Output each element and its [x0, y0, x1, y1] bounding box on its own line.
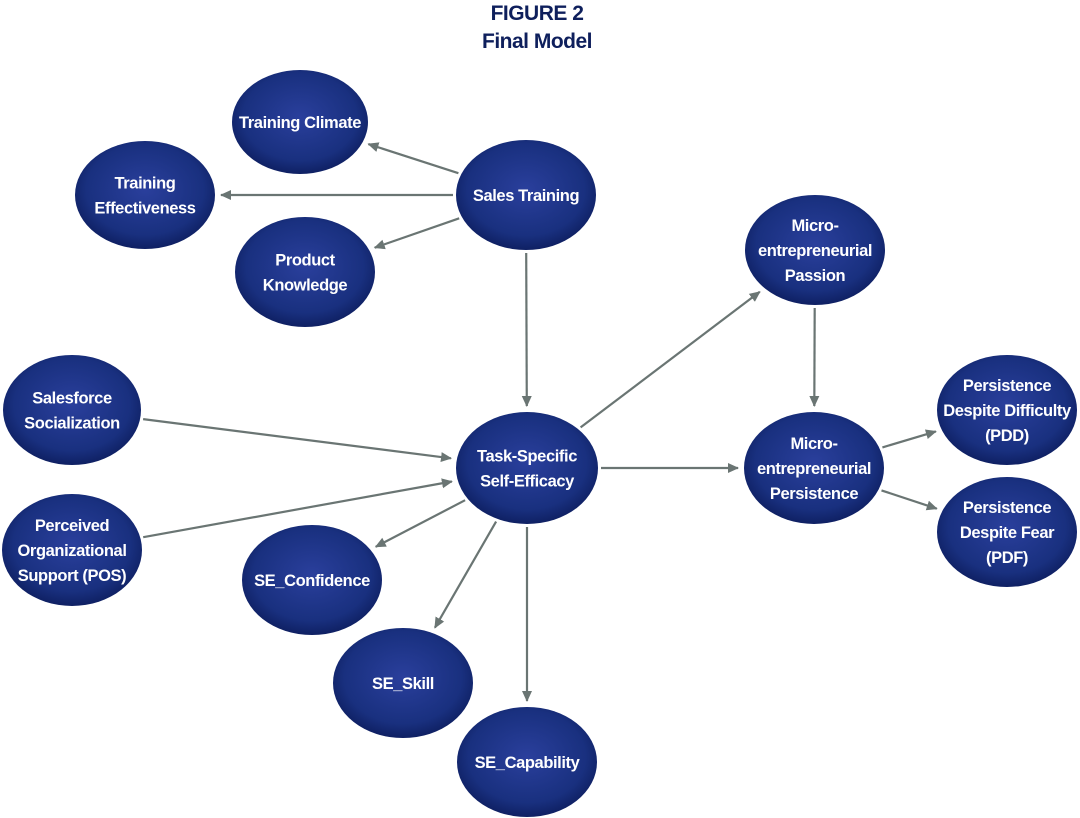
- node-label-micro-persistence: entrepreneurial: [757, 460, 871, 478]
- node-ellipse-pdf: [937, 477, 1077, 587]
- node-label-pos: Support (POS): [18, 567, 126, 585]
- node-ellipse-product-knowledge: [235, 217, 375, 327]
- node-label-salesforce-socialization: Salesforce: [32, 390, 112, 408]
- node-ellipse-se-skill: [333, 628, 473, 738]
- node-label-se-capability: SE_Capability: [475, 754, 581, 772]
- arrow-pos-to-task-self-efficacy: [143, 478, 453, 539]
- node-ellipse-salesforce-socialization: [3, 355, 141, 465]
- arrow-salesforce-socialization-to-task-self-efficacy: [142, 418, 452, 462]
- node-sales-training: Sales Training: [456, 140, 596, 250]
- node-label-micro-passion: entrepreneurial: [758, 242, 872, 260]
- node-ellipse-training-climate: [232, 70, 368, 174]
- node-ellipse-micro-persistence: [744, 412, 884, 524]
- figure-subtitle: Final Model: [482, 30, 593, 53]
- node-ellipse-pos: [2, 494, 142, 606]
- node-ellipse-training-effectiveness: [75, 141, 215, 249]
- node-label-training-effectiveness: Training: [115, 175, 176, 193]
- node-label-pdd: Despite Difficulty: [943, 402, 1072, 420]
- node-label-micro-persistence: Micro-: [790, 435, 837, 453]
- node-label-micro-passion: Passion: [785, 267, 846, 285]
- node-se-confidence: SE_Confidence: [242, 525, 382, 635]
- node-label-pos: Organizational: [18, 542, 127, 560]
- figure-number: FIGURE 2: [490, 2, 584, 25]
- node-label-pdf: Despite Fear: [960, 524, 1055, 542]
- node-label-pos: Perceived: [35, 517, 109, 535]
- node-label-pdf: Persistence: [963, 499, 1051, 517]
- node-label-training-climate: Training Climate: [239, 114, 361, 132]
- arrow-micro-persistence-to-pdd: [882, 429, 937, 449]
- node-label-se-skill: SE_Skill: [372, 675, 434, 693]
- node-ellipse-se-capability: [457, 707, 597, 817]
- arrow-task-self-efficacy-to-se-skill: [433, 521, 498, 629]
- node-se-skill: SE_Skill: [333, 628, 473, 738]
- arrow-task-self-efficacy-to-se-confidence: [374, 499, 466, 548]
- node-label-micro-passion: Micro-: [791, 217, 838, 235]
- node-ellipse-sales-training: [456, 140, 596, 250]
- arrow-task-self-efficacy-to-micro-passion: [579, 290, 761, 429]
- node-label-micro-persistence: Persistence: [770, 485, 858, 503]
- node-label-product-knowledge: Product: [275, 252, 335, 270]
- node-label-pdd: (PDD): [985, 427, 1029, 445]
- node-ellipse-se-confidence: [242, 525, 382, 635]
- node-label-pdd: Persistence: [963, 377, 1051, 395]
- node-label-salesforce-socialization: Socialization: [24, 415, 120, 433]
- arrow-sales-training-to-task-self-efficacy: [521, 252, 532, 407]
- node-label-pdf: (PDF): [986, 549, 1028, 567]
- node-label-task-self-efficacy: Self-Efficacy: [480, 473, 575, 491]
- node-label-training-effectiveness: Effectiveness: [94, 200, 195, 218]
- node-label-sales-training: Sales Training: [473, 187, 579, 205]
- arrow-micro-persistence-to-pdf: [881, 489, 938, 511]
- node-ellipse-micro-passion: [745, 195, 885, 305]
- node-ellipse-pdd: [937, 355, 1077, 465]
- edges-layer: [142, 142, 938, 702]
- node-label-task-self-efficacy: Task-Specific: [477, 448, 577, 466]
- node-ellipse-task-self-efficacy: [456, 412, 598, 524]
- node-label-se-confidence: SE_Confidence: [254, 572, 370, 590]
- arrow-sales-training-to-product-knowledge: [373, 217, 460, 250]
- arrow-sales-training-to-training-climate: [367, 142, 459, 175]
- figure-title: FIGURE 2 Final Model: [0, 0, 1074, 56]
- node-training-climate: Training Climate: [232, 70, 368, 174]
- node-label-product-knowledge: Knowledge: [263, 277, 348, 295]
- node-se-capability: SE_Capability: [457, 707, 597, 817]
